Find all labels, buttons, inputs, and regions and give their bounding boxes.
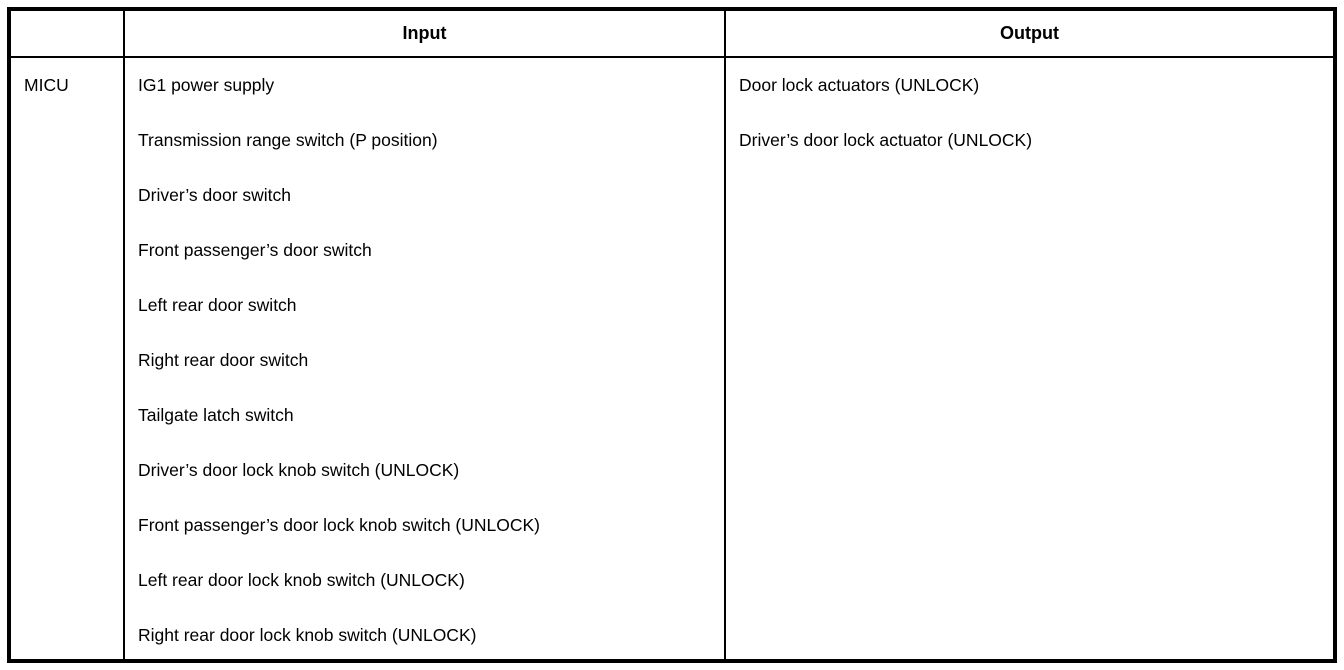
header-output-column: Output <box>726 11 1333 58</box>
input-item: Tailgate latch switch <box>138 405 294 425</box>
input-item: Driver’s door lock knob switch (UNLOCK) <box>138 460 460 480</box>
output-item: Driver’s door lock actuator (UNLOCK) <box>739 130 1033 150</box>
input-item: IG1 power supply <box>138 75 275 95</box>
input-item: Right rear door switch <box>138 350 309 370</box>
input-item: Driver’s door switch <box>138 185 292 205</box>
output-cell: Door lock actuators (UNLOCK) Driver’s do… <box>726 58 1333 659</box>
input-item: Front passenger’s door switch <box>138 240 372 260</box>
module-name: MICU <box>24 75 69 95</box>
input-item: Left rear door switch <box>138 295 297 315</box>
header-input-column: Input <box>125 11 726 58</box>
micu-io-table: Input Output MICU IG1 power supply Trans… <box>7 7 1337 663</box>
input-item: Right rear door lock knob switch (UNLOCK… <box>138 625 477 645</box>
module-cell: MICU <box>11 58 125 659</box>
input-item: Front passenger’s door lock knob switch … <box>138 515 541 535</box>
input-item: Transmission range switch (P position) <box>138 130 438 150</box>
output-item: Door lock actuators (UNLOCK) <box>739 75 980 95</box>
input-cell: IG1 power supply Transmission range swit… <box>125 58 726 659</box>
header-module-column <box>11 11 125 58</box>
input-item: Left rear door lock knob switch (UNLOCK) <box>138 570 465 590</box>
